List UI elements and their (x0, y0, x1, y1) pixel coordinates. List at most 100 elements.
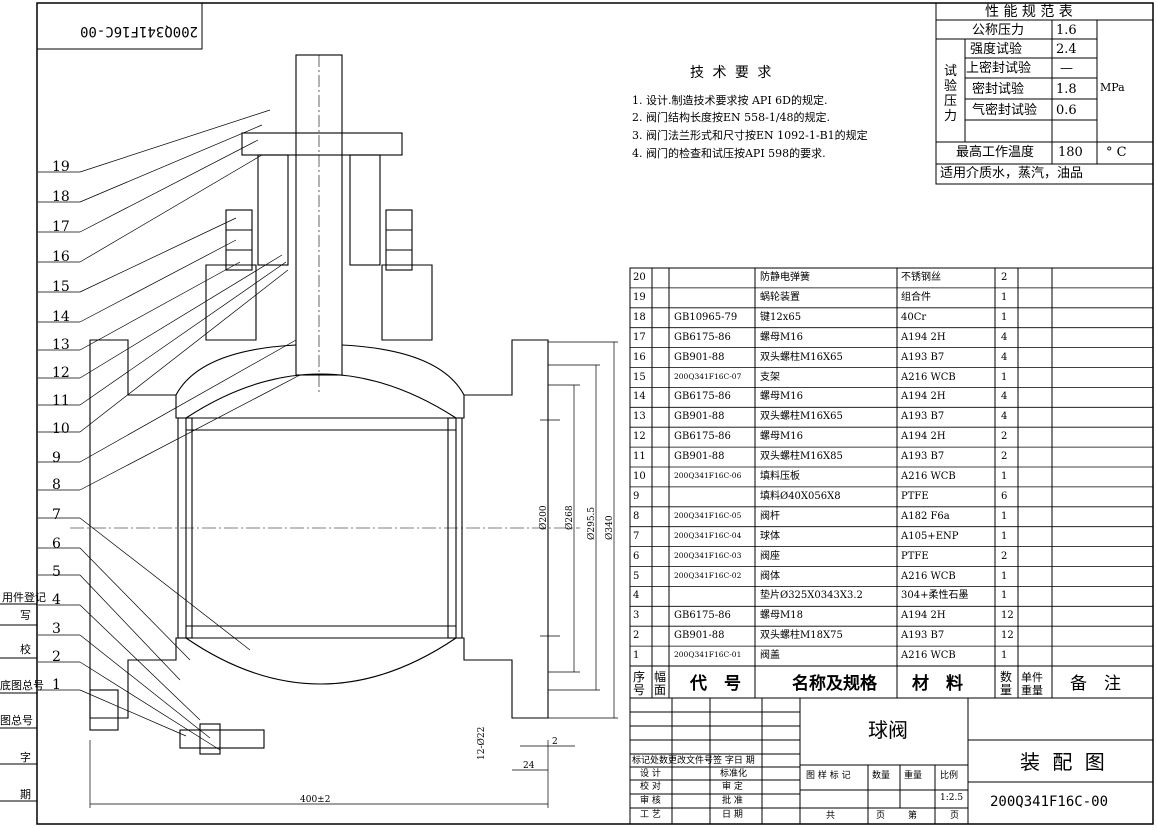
bom-cell-mat: A193 B7 (901, 451, 945, 463)
bom-cell-name: 填料Ø40X056X8 (760, 490, 841, 502)
bom-cell-name: 防静电弹簧 (760, 272, 810, 283)
bom-cell-no: 14 (633, 391, 646, 403)
perf-nominal-value: 1.6 (1056, 23, 1077, 38)
bom-cell-no: 9 (633, 490, 640, 502)
bom-cell-qty: 4 (1001, 351, 1008, 363)
perf-row-label: 上密封试验 (966, 61, 1032, 76)
margin-label: 期 (20, 788, 31, 801)
tech-item: 3. 阀门法兰形式和尺寸按EN 1092-1-B1的规定 (632, 129, 868, 142)
bom-header-sheet: 幅面 (654, 670, 667, 697)
bom-cell-qty: 1 (1001, 650, 1008, 662)
bom-cell-name: 螺母M16 (760, 391, 803, 403)
bom-cell-code: GB6175-86 (674, 331, 731, 343)
bom-cell-qty: 1 (1001, 291, 1008, 303)
tb-qty: 数量 (872, 771, 891, 781)
bom-cell-no: 20 (633, 272, 646, 283)
callout-number: 15 (52, 279, 70, 295)
perf-nominal-label: 公称压力 (972, 23, 1025, 38)
tb-scale: 1:2.5 (940, 793, 964, 803)
bom-cell-name: 支架 (760, 371, 780, 383)
tb-std: 标准化 (720, 769, 748, 779)
bom-cell-mat: A194 2H (901, 610, 946, 622)
perf-row-value: — (1060, 61, 1073, 76)
bom-cell-mat: 304+柔性石墨 (901, 590, 969, 602)
margin-label: 底图总号 (0, 679, 44, 692)
drawing-number: 200Q341F16C-00 (990, 794, 1109, 810)
dim-label: Ø295.5 (587, 506, 597, 540)
callout-number: 8 (52, 477, 61, 493)
callout-number: 19 (52, 159, 70, 175)
bom-cell-name: 阀座 (760, 550, 780, 562)
margin-label: 写 (20, 609, 31, 622)
bom-cell-code: GB10965-79 (674, 311, 738, 323)
dim-label: 400±2 (300, 795, 331, 805)
bom-cell-qty: 12 (1001, 610, 1014, 622)
bom-cell-mat: A193 B7 (901, 411, 945, 423)
tb-date: 日 期 (722, 810, 743, 820)
callout-number: 4 (52, 592, 61, 608)
bom-cell-name: 球体 (760, 530, 780, 542)
tb-num: 第 (908, 811, 918, 821)
dim-label: Ø268 (565, 505, 575, 530)
bom-cell-name: 双头螺柱M18X75 (760, 630, 843, 642)
drawing-kind: 装 配 图 (1020, 750, 1108, 774)
tb-weight: 重量 (904, 771, 923, 781)
bom-cell-mat: A194 2H (901, 391, 946, 403)
bom-cell-mat: A216 WCB (901, 570, 956, 582)
callout-number: 16 (52, 249, 70, 265)
valve-section-drawing (70, 54, 580, 755)
rev-row: 标记处数更改文件号签 字日 期 (632, 756, 755, 766)
bom-cell-code: 200Q341F16C-05 (674, 510, 742, 520)
tb-check: 校 对 (640, 782, 661, 792)
bom-cell-code: GB6175-86 (674, 431, 731, 443)
bom-cell-mat: 组合件 (901, 291, 931, 303)
tb-total: 共 (826, 811, 836, 821)
bom-cell-no: 18 (633, 311, 646, 323)
bom-cell-mat: A182 F6a (901, 510, 950, 522)
perf-temp-value: 180 (1058, 145, 1083, 160)
tb-audit: 审 定 (722, 782, 743, 792)
bom-cell-no: 3 (633, 610, 640, 622)
bom-cell-no: 13 (633, 411, 646, 423)
bom-header-code: 代 号 (690, 674, 741, 694)
bom-cell-name: 阀盖 (760, 650, 780, 662)
callout-number: 2 (52, 649, 61, 665)
bom-header-unitw: 单件重量 (1021, 671, 1043, 697)
bom-cell-qty: 2 (1001, 451, 1008, 463)
bom-cell-code: 200Q341F16C-04 (674, 530, 742, 540)
bom-cell-mat: PTFE (901, 550, 929, 562)
dim-label: Ø340 (605, 515, 615, 540)
bom-header-remark: 备 注 (1070, 674, 1121, 694)
perf-temp-label: 最高工作温度 (956, 145, 1035, 160)
bom-cell-code: 200Q341F16C-03 (674, 550, 742, 560)
tb-scale-label: 比例 (940, 771, 959, 781)
perf-row-label: 气密封试验 (972, 103, 1038, 118)
perf-row-value: 2.4 (1056, 42, 1077, 57)
margin-label: 校 (20, 643, 31, 656)
tech-item: 2. 阀门结构长度按EN 558-1/48的规定. (632, 111, 831, 124)
tb-page: 页 (876, 811, 886, 821)
bom-cell-mat: A193 B7 (901, 351, 945, 363)
bom-cell-qty: 1 (1001, 590, 1008, 602)
bom-cell-name: 螺母M16 (760, 331, 803, 343)
tech-item: 1. 设计.制造技术要求按 API 6D的规定. (632, 94, 828, 107)
bom-cell-name: 填料压板 (760, 471, 800, 482)
callout-number: 11 (52, 393, 70, 409)
perf-row-label: 密封试验 (972, 82, 1025, 97)
dimension-lines (89, 341, 618, 808)
callout-number: 17 (52, 219, 70, 235)
bom-cell-no: 10 (633, 471, 646, 482)
bom-cell-name: 双头螺柱M16X65 (760, 411, 843, 423)
perf-test-group: 试验压力 (944, 64, 958, 124)
bom-cell-code: 200Q341F16C-06 (674, 471, 742, 480)
bom-cell-no: 6 (633, 550, 640, 562)
bom-cell-mat: A194 2H (901, 331, 946, 343)
perf-unit: MPa (1100, 81, 1125, 94)
bom-cell-no: 15 (633, 371, 646, 383)
callout-number: 12 (52, 365, 70, 381)
bom-cell-mat: A105+ENP (901, 530, 959, 542)
bom-cell-no: 17 (633, 331, 646, 343)
bom-cell-qty: 12 (1001, 630, 1014, 642)
